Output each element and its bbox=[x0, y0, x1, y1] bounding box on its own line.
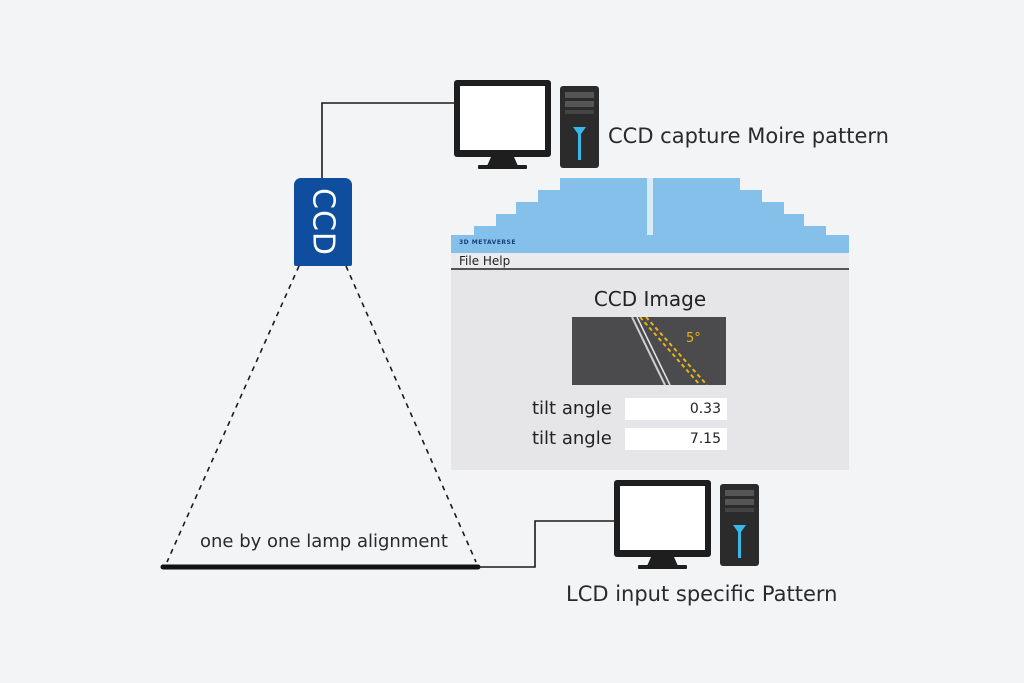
camera-cable bbox=[321, 102, 454, 180]
window-stack-seam bbox=[647, 178, 653, 250]
window-title-bar: 3D METAVERSE bbox=[451, 235, 849, 253]
lcd-cable bbox=[478, 520, 614, 568]
tilt-angle-label-1: tilt angle bbox=[532, 398, 612, 419]
brand-logo: 3D METAVERSE bbox=[459, 239, 516, 246]
bottom-computer-label: LCD input specific Pattern bbox=[566, 582, 838, 606]
menu-bar[interactable]: File Help bbox=[451, 253, 849, 270]
tilt-lines bbox=[631, 317, 708, 385]
ccd-software-window: 3D METAVERSE File Help CCD Image 5° tilt… bbox=[451, 235, 849, 470]
tilt-angle-label-2: tilt angle bbox=[532, 428, 612, 449]
tilt-angle-value-1[interactable]: 0.33 bbox=[625, 398, 727, 420]
ccd-image-preview: 5° bbox=[572, 317, 726, 385]
ccd-camera: CCD bbox=[294, 178, 352, 266]
view-cone-left bbox=[166, 265, 300, 563]
view-cone-right bbox=[345, 265, 477, 563]
window-heading: CCD Image bbox=[593, 287, 707, 311]
top-computer-label: CCD capture Moire pattern bbox=[608, 124, 889, 148]
angle-marker: 5° bbox=[686, 331, 701, 346]
top-computer bbox=[454, 80, 599, 169]
tilt-angle-value-2[interactable]: 7.15 bbox=[625, 428, 727, 450]
ccd-camera-label: CCD bbox=[305, 188, 341, 256]
lamp-label: one by one lamp alignment bbox=[200, 531, 448, 552]
bottom-computer bbox=[614, 480, 759, 569]
